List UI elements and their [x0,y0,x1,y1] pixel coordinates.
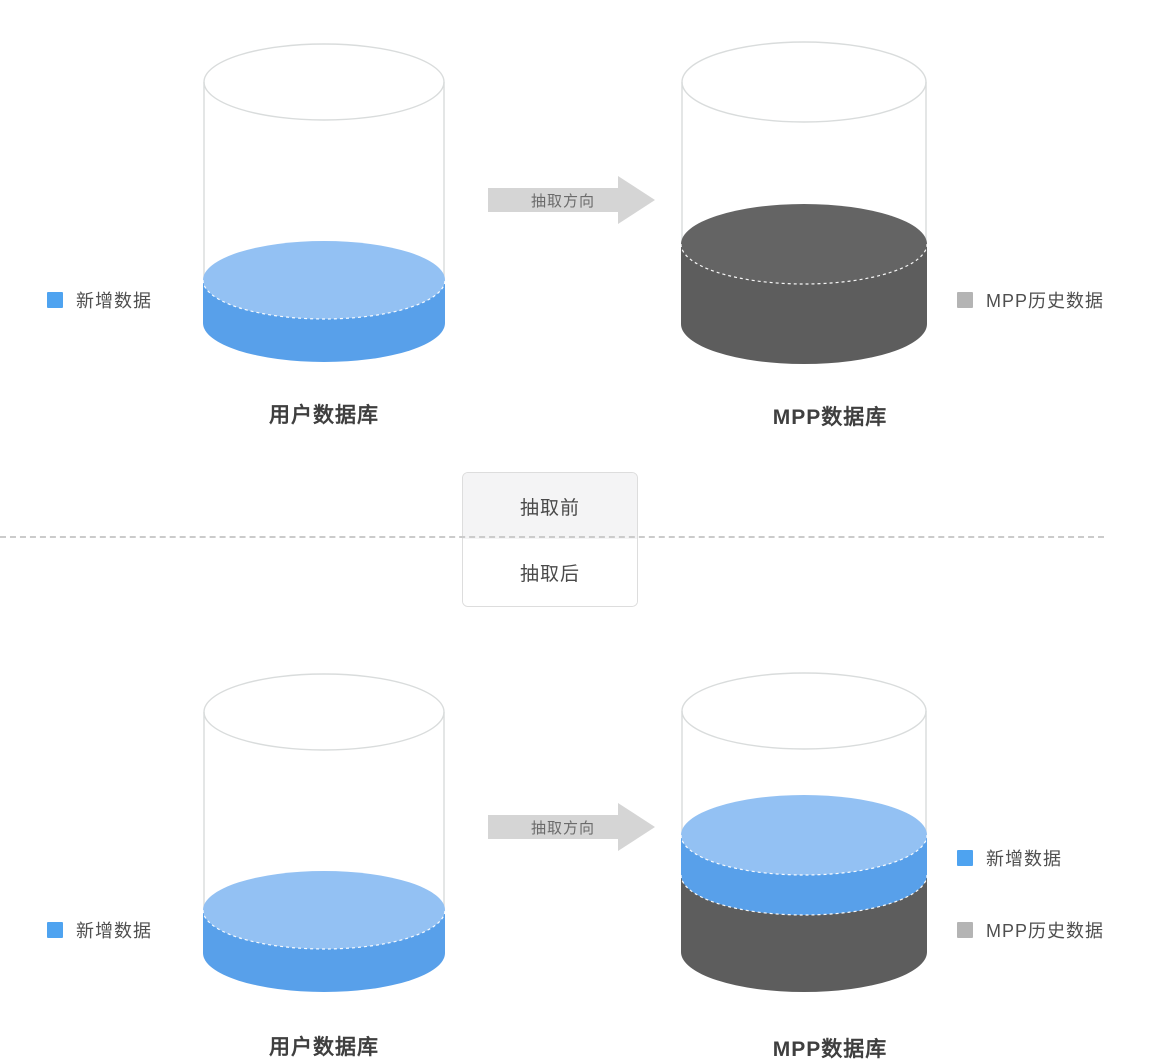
new-data-layer [680,795,928,916]
extraction-arrow-after: 抽取方向 [488,803,656,851]
phase-before-cell: 抽取前 [463,473,637,539]
new-data-layer [202,871,446,992]
history-data-swatch-icon [957,922,973,938]
legend-label: 新增数据 [76,291,152,311]
extraction-arrow-before: 抽取方向 [488,176,656,224]
user-db-title: 用户数据库 [269,1036,379,1059]
mpp-db-cylinder-after [680,672,928,992]
arrow-right-icon [488,803,655,851]
legend-label: MPP历史数据 [986,921,1105,941]
glass-top-rim [203,673,445,751]
arrow-right-icon [488,176,655,224]
history-data-layer [680,204,928,364]
new-data-layer [202,241,446,362]
after-history-legend: MPP历史数据 [957,921,1104,941]
glass-top-rim [681,672,927,750]
legend-label: MPP历史数据 [986,291,1105,311]
mpp-db-cylinder-before [680,41,928,364]
section-divider-line [0,536,1104,538]
new-data-swatch-icon [47,292,63,308]
arrow-label: 抽取方向 [530,819,595,837]
history-data-swatch-icon [957,292,973,308]
user-db-cylinder-before [202,43,446,362]
new-data-swatch-icon [957,850,973,866]
legend-label: 新增数据 [76,921,152,941]
phase-after-cell: 抽取后 [463,539,637,606]
before-new-data-legend: 新增数据 [47,291,152,311]
mpp-db-title: MPP数据库 [772,406,888,429]
legend-label: 新增数据 [986,849,1062,869]
after-new-data-legend-right: 新增数据 [957,849,1062,869]
before-history-legend: MPP历史数据 [957,291,1104,311]
user-db-cylinder-after [202,673,446,992]
arrow-label: 抽取方向 [530,192,595,210]
new-data-swatch-icon [47,922,63,938]
mpp-db-title: MPP数据库 [772,1038,888,1060]
glass-top-rim [681,41,927,123]
user-db-title: 用户数据库 [269,404,379,427]
phase-selector-box: 抽取前 抽取后 [462,472,638,607]
glass-top-rim [203,43,445,121]
after-new-data-legend-left: 新增数据 [47,921,152,941]
